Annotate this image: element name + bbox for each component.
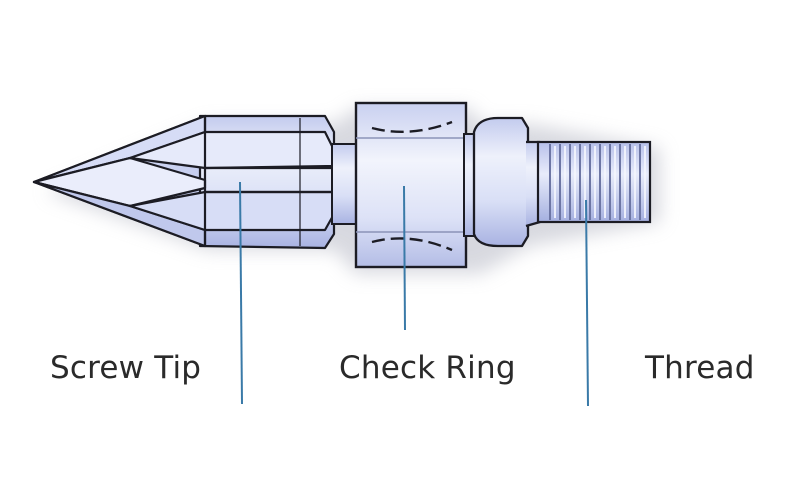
connecting-shaft <box>331 143 359 225</box>
thread-leader-line <box>585 199 589 407</box>
thread-part <box>536 140 652 224</box>
screw-tip-leader-line <box>239 181 243 405</box>
check-ring-hidden-edge-bottom <box>371 237 453 252</box>
thread-label: Thread <box>645 350 755 386</box>
check-ring-label: Check Ring <box>339 350 516 386</box>
check-ring-leader-line <box>403 185 406 331</box>
seat-collar <box>472 116 542 248</box>
thread-grooves <box>549 144 641 220</box>
screw-tip-label: Screw Tip <box>50 350 202 386</box>
check-ring-hidden-edge-top <box>371 120 453 134</box>
check-ring-part <box>354 101 468 269</box>
screw-tip-part <box>32 114 336 250</box>
